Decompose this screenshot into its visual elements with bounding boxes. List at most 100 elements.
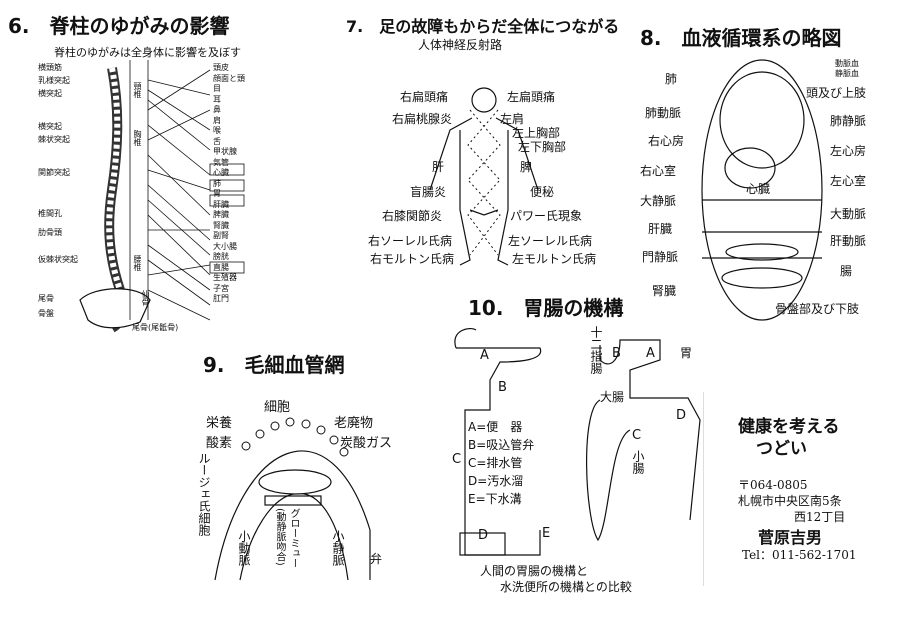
organ-label: 甲状腺 (213, 147, 237, 156)
circulation-label: 肺 (665, 72, 678, 86)
spine-label: 関節突起 (38, 168, 70, 177)
circulation-label: 大静脈 (640, 194, 677, 208)
reflex-label: 左扁頭痛 (507, 90, 556, 104)
spine-label: 棘状突起 (38, 135, 70, 144)
organ-label: 胃 (213, 189, 221, 198)
organ-label: 肛門 (213, 294, 229, 303)
reflex-label: 右扁頭痛 (400, 90, 449, 104)
heart-label: 心臓 (746, 182, 771, 196)
reflex-label: パワー氏現象 (510, 209, 583, 223)
plumbing-letter: D (478, 528, 489, 543)
intestine-label: 胃 (680, 346, 693, 360)
capillary-vertical-label: (動静脈吻合) (274, 508, 285, 566)
plumbing-letter: B (498, 380, 507, 395)
capillary-label: 栄養 (206, 416, 233, 431)
panel6-subtitle: 脊柱のゆがみは全身体に影響を及ぼす (54, 46, 241, 59)
circulation-label: 頭及び上肢 (806, 86, 867, 100)
card-postal: 〒064-0805 (738, 478, 808, 492)
plumbing-legend: A=便 器 B=吸込管弁 C=排水管 D=汚水溜 E=下水溝 (468, 418, 534, 508)
circulation-label: 腎臓 (652, 284, 677, 298)
spine-label: 肋骨頭 (38, 228, 62, 237)
reflex-label: 盲腸炎 (410, 185, 447, 199)
circulation-label: 腸 (840, 264, 853, 278)
panel10-caption: 水洗便所の機構との比較 (500, 580, 632, 594)
contact-card: 健康を考える つどい 〒064-0805 札幌市中央区南5条 西12丁目 菅原吉… (703, 392, 892, 586)
card-address: 札幌市中央区南5条 (738, 494, 842, 508)
plumbing-letter: E (542, 526, 551, 541)
card-address-2: 西12丁目 (794, 510, 846, 524)
panel9-title: 9. 毛細血管網 (203, 353, 345, 377)
organ-label: 膀胱 (213, 252, 229, 261)
organ-label: 目 (213, 84, 221, 93)
spine-label: 仮棘状突起 (38, 255, 78, 264)
capillary-label: 老廃物 (334, 416, 374, 431)
panel8-title: 8. 血液循環系の略図 (640, 26, 842, 50)
spine-section: 胸椎 (133, 130, 142, 146)
organ-label: 肩 (213, 115, 221, 125)
reflex-label: 右扁桃腺炎 (392, 112, 453, 126)
circulation-label: 大動脈 (830, 207, 867, 221)
intestine-label: 小腸 (631, 450, 645, 474)
reflex-label: 肝 (432, 160, 445, 174)
spine-label: 骨盤 (38, 309, 54, 318)
organ-label: 直腸 (213, 262, 229, 272)
circulation-figure (701, 59, 823, 321)
capillary-label: 酸素 (206, 436, 233, 451)
reflex-paths (467, 109, 501, 256)
reflex-label: 左上胸部 (512, 126, 561, 140)
card-name: 菅原吉男 (758, 528, 823, 547)
reflex-label: 左ソーレル氏病 (508, 234, 593, 248)
body-figure (429, 87, 539, 266)
spine-label: 椎間孔 (38, 209, 62, 218)
capillary-label: 細胞 (264, 400, 291, 415)
reflex-label: 左下胸部 (518, 140, 567, 154)
capillary-vertical-label: ルージェ氏細胞 (197, 452, 211, 536)
intestine-letter: A (646, 346, 655, 361)
circulation-label: 動脈血 (835, 59, 859, 68)
spine-section-tail: 尾骨(尾骶骨) (132, 323, 179, 332)
panel6-left-labels: 横頭筋 乳様突起 横突起 横突起 棘状突起 関節突起 椎間孔 肋骨頭 仮棘状突起… (38, 62, 98, 319)
organ-label: 脾臓 (213, 210, 229, 219)
reflex-label: 左肩 (500, 112, 525, 126)
plumbing-letter: C (452, 452, 462, 467)
circulation-label: 左心室 (830, 174, 867, 188)
spine-label: 横突起 (38, 89, 62, 98)
plumbing-figure (454, 327, 701, 556)
reflex-label: 右ソーレル氏病 (368, 234, 453, 248)
spine-section: 腰椎 (133, 255, 142, 271)
card-tel: Tel：011-562-1701 (742, 548, 857, 562)
reflex-label: 右モルトン氏病 (370, 252, 455, 266)
card-title: 健康を考える (738, 417, 840, 437)
circulation-label: 骨盤部及び下肢 (775, 302, 860, 316)
nerve-lines (147, 69, 211, 321)
spine-section: 頸椎 (133, 82, 142, 98)
intestine-letter: C (632, 428, 642, 443)
organ-label: 生殖器 (213, 273, 237, 282)
spine-label: 横突起 (38, 122, 62, 131)
capillary-label: 弁 (370, 552, 383, 566)
organ-label: 頭皮 (213, 63, 229, 72)
reflex-label: 便秘 (530, 185, 555, 199)
intestine-label: 十二指腸 (589, 326, 603, 374)
legend-item: E=下水溝 (468, 492, 522, 506)
circulation-label: 左心房 (830, 144, 867, 158)
intestine-label: 大腸 (600, 390, 625, 404)
intestine-letter: B (612, 346, 621, 361)
panel7-subtitle: 人体神経反射路 (418, 38, 503, 52)
legend-item: B=吸込管弁 (468, 438, 535, 452)
organ-label: 副腎 (213, 231, 229, 240)
intestine-letter: D (676, 408, 687, 423)
capillary-label: 炭酸ガス (340, 436, 393, 451)
reflex-label: 脾 (520, 160, 533, 174)
organ-label: 腎臓 (213, 220, 229, 230)
panel7-title: 7. 足の故障もからだ全体につながる (346, 17, 620, 36)
organ-label: 肺 (213, 178, 221, 188)
circulation-label: 肺動脈 (645, 106, 682, 120)
circulation-label: 肝動脈 (830, 234, 867, 248)
plumbing-letter: A (480, 348, 489, 363)
panel10-title: 10. 胃腸の機構 (468, 296, 624, 320)
spine-figure (79, 60, 151, 333)
spine-label: 乳様突起 (38, 76, 70, 85)
reflex-label: 右膝関節炎 (382, 209, 443, 223)
